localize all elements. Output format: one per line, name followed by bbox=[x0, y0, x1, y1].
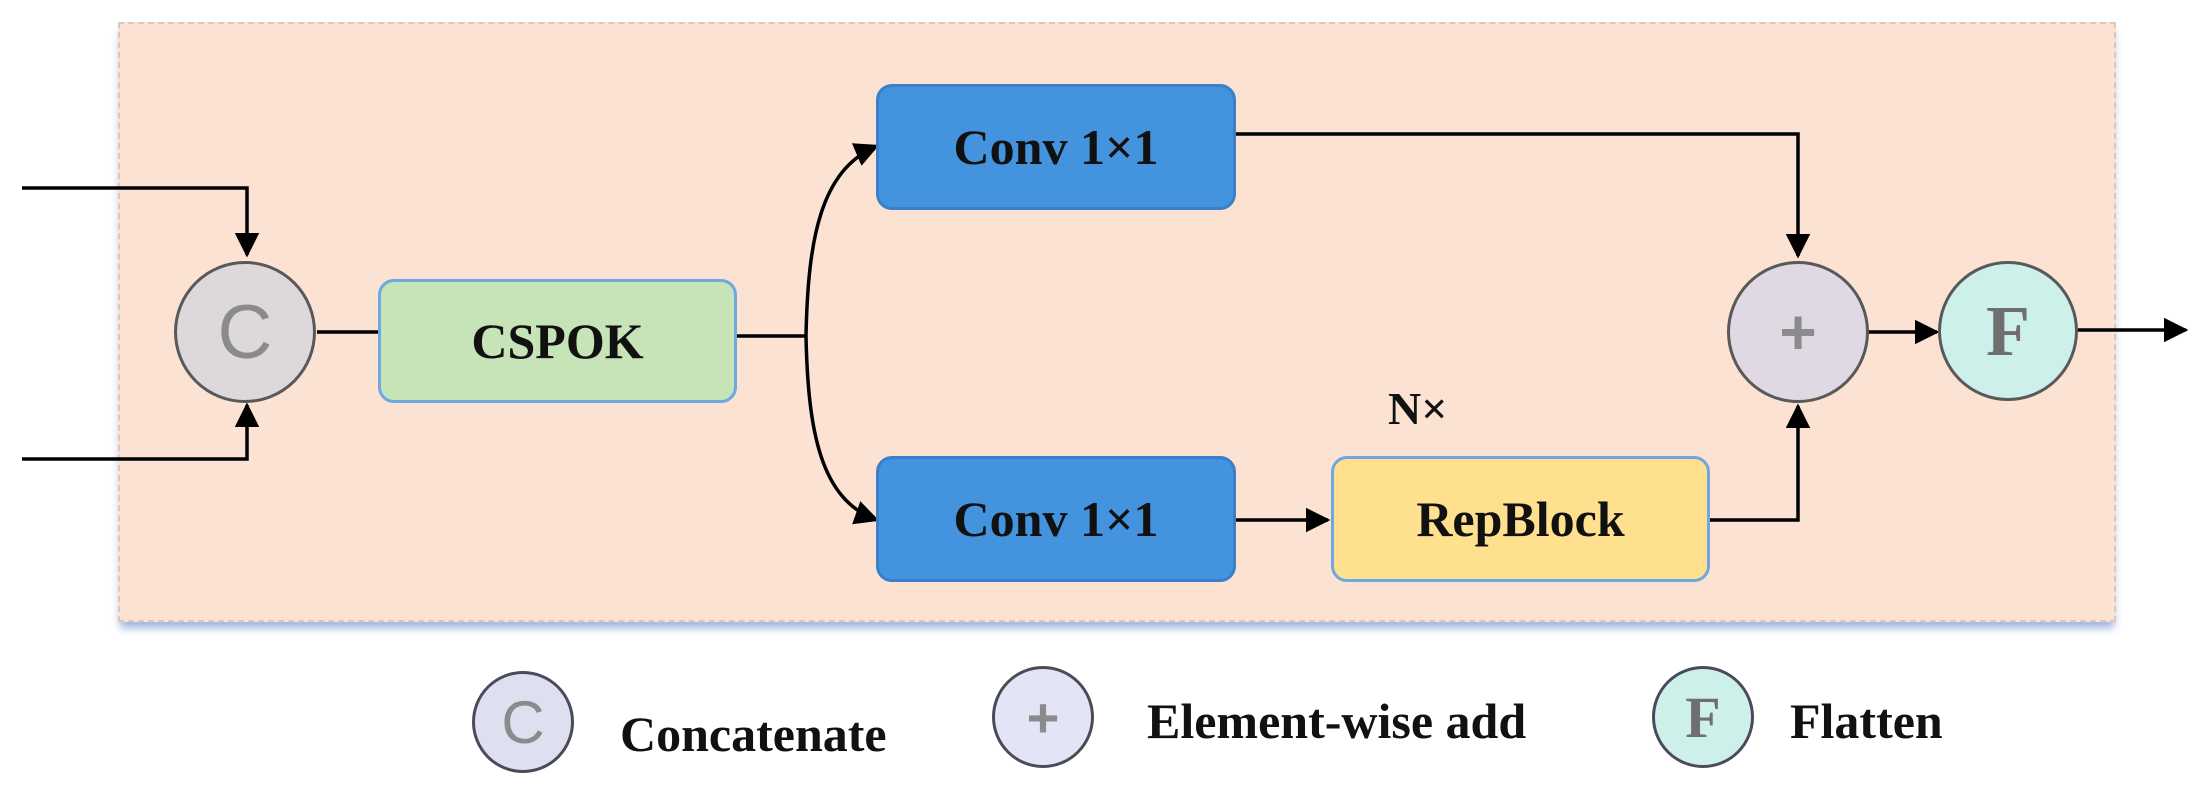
repblock-label: RepBlock bbox=[1416, 491, 1625, 547]
cspok-block: CSPOK bbox=[378, 279, 737, 403]
concatenate-node: C bbox=[174, 261, 316, 403]
branch-up-arrow bbox=[804, 143, 880, 337]
legend-flatten-icon: F bbox=[1652, 666, 1754, 768]
conv-top-to-add-arrow bbox=[1236, 132, 1811, 259]
conv-top-block: Conv 1×1 bbox=[876, 84, 1236, 210]
repblock-block: RepBlock bbox=[1331, 456, 1710, 582]
input-top-arrow bbox=[22, 186, 260, 258]
cspok-label: CSPOK bbox=[471, 313, 644, 369]
flatten-node: F bbox=[1938, 261, 2078, 401]
concatenate-symbol: C bbox=[217, 289, 273, 375]
element-wise-add-node: + bbox=[1727, 261, 1869, 403]
repeat-label: N× bbox=[1388, 383, 1448, 434]
conv-bottom-label: Conv 1×1 bbox=[953, 491, 1159, 547]
legend-add-label: Element-wise add bbox=[1147, 693, 1527, 749]
legend-concatenate-icon: C bbox=[472, 671, 574, 773]
input-bottom-arrow bbox=[22, 402, 260, 461]
conv-top-label: Conv 1×1 bbox=[953, 119, 1159, 175]
legend-flatten-label: Flatten bbox=[1790, 693, 1943, 749]
plus-icon: + bbox=[1779, 296, 1817, 368]
repblock-to-add-arrow bbox=[1710, 403, 1811, 522]
branch-down-arrow bbox=[804, 335, 880, 525]
flatten-symbol: F bbox=[1986, 290, 2030, 371]
conv-bottom-block: Conv 1×1 bbox=[876, 456, 1236, 582]
legend-add-icon: + bbox=[992, 666, 1094, 768]
legend-concatenate-label: Concatenate bbox=[620, 706, 887, 762]
